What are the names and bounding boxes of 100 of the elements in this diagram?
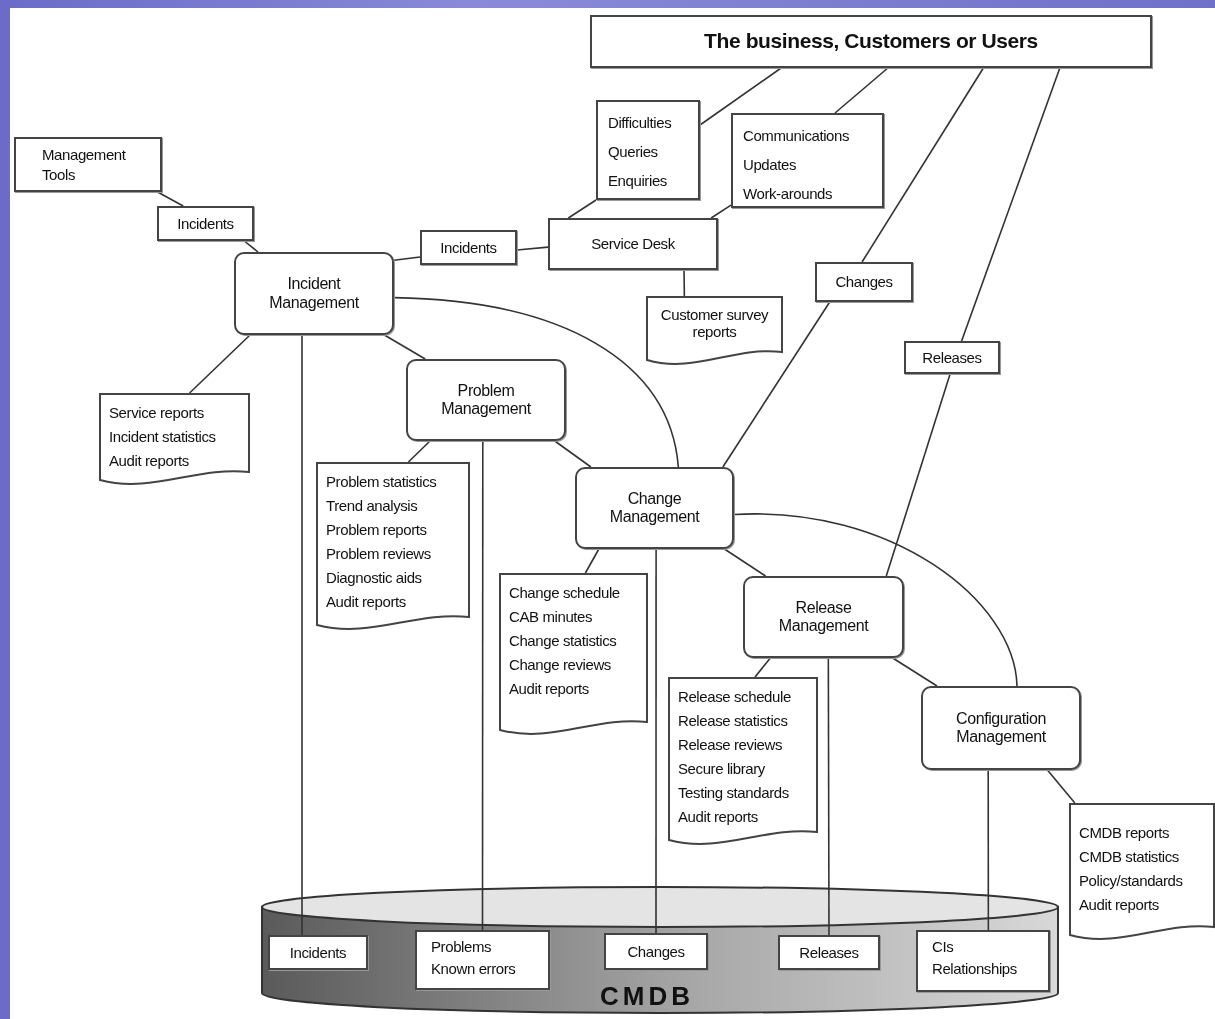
label-box — [420, 230, 517, 265]
connector-line — [683, 269, 686, 297]
connector-line — [655, 548, 657, 934]
list-item: Problem reviews — [326, 544, 432, 564]
connector-line — [834, 67, 889, 114]
list-item: Communications — [743, 126, 851, 146]
list-item: Release reviews — [678, 735, 784, 755]
list-item: Work-arounds — [743, 184, 834, 204]
list-item: Secure library — [678, 759, 766, 779]
connector-line — [960, 67, 1061, 342]
connector-line — [584, 548, 600, 574]
label-box — [415, 930, 550, 990]
list-item: Problem reports — [326, 520, 428, 540]
list-item: CMDB reports — [1079, 823, 1171, 843]
label-box — [731, 113, 884, 208]
connector-line — [301, 334, 303, 936]
database-label: CMDB — [600, 981, 694, 1012]
box-label: Service Desk — [591, 235, 675, 253]
box-label: Incident Management — [268, 275, 360, 312]
label-box — [548, 218, 718, 270]
list-item: Change reviews — [509, 655, 612, 675]
box-label: CIs — [932, 937, 955, 957]
box-label: Management Tools — [42, 145, 127, 185]
connector-line — [722, 301, 831, 468]
label-box — [916, 930, 1050, 992]
label-box — [904, 341, 1000, 374]
box-label: Release Management — [777, 598, 870, 636]
connector-line — [891, 657, 938, 687]
label-box — [596, 100, 700, 200]
connector-line — [481, 440, 484, 931]
box-label: Changes — [835, 273, 893, 291]
list-item: Difficulties — [608, 113, 673, 133]
box-label: Incidents — [289, 943, 347, 962]
box-label: Releases — [922, 348, 982, 367]
process-box — [406, 359, 566, 441]
list-item: Queries — [608, 142, 659, 162]
label-box — [14, 137, 162, 192]
box-label: Known errors — [431, 959, 517, 979]
list-item: Problem statistics — [326, 472, 438, 492]
box-label: Problem Management — [440, 381, 532, 419]
list-item: Audit reports — [326, 592, 407, 612]
list-item: Change schedule — [509, 583, 621, 603]
connector-line — [723, 548, 767, 577]
process-box — [575, 467, 734, 549]
connector-line — [188, 334, 251, 394]
list-item: Updates — [743, 155, 798, 175]
list-item: Change statistics — [509, 631, 618, 651]
list-item: Release schedule — [678, 687, 792, 707]
connector-line — [567, 199, 597, 219]
connector-line — [393, 296, 680, 468]
list-item: Audit reports — [109, 451, 190, 471]
list-item: Testing standards — [678, 783, 790, 803]
box-label: Problems — [431, 937, 493, 957]
list-item: Audit reports — [1079, 895, 1160, 915]
box-label: Incidents — [440, 238, 497, 257]
connector-line — [156, 191, 184, 207]
connector-line — [1046, 769, 1076, 804]
label-box — [815, 262, 913, 302]
connector-line — [710, 204, 732, 219]
connector-line — [243, 240, 259, 253]
list-item: Release statistics — [678, 711, 789, 731]
list-item: Diagnostic aids — [326, 568, 423, 588]
heading-label: The business, Customers or Users — [704, 29, 1038, 54]
box-label: Changes — [627, 942, 685, 961]
connector-line — [861, 67, 985, 263]
box-label: Incidents — [177, 214, 234, 233]
database-cylinder — [260, 885, 1060, 1015]
box-label: Relationships — [932, 959, 1018, 979]
list-item: Enquiries — [608, 171, 668, 191]
label-box — [268, 935, 368, 970]
process-box — [921, 686, 1081, 770]
connector-line — [383, 334, 426, 360]
list-item: Service reports — [109, 403, 205, 423]
label-box — [778, 935, 880, 970]
label-box — [604, 933, 708, 970]
connector-line — [827, 657, 830, 936]
box-label: Releases — [799, 943, 859, 962]
process-box — [234, 252, 394, 335]
list-item: CMDB statistics — [1079, 847, 1180, 867]
connector-line — [393, 256, 421, 262]
box-label: Configuration Management — [955, 709, 1047, 747]
connector-line — [699, 67, 782, 126]
list-item: Incident statistics — [109, 427, 217, 447]
process-box — [743, 576, 904, 658]
connector-line — [733, 513, 1018, 687]
connector-line — [754, 657, 772, 678]
connector-line — [516, 246, 549, 251]
label-box — [590, 15, 1152, 68]
list-item: Audit reports — [678, 807, 759, 827]
box-label: Customer survey reports — [659, 306, 770, 341]
connector-line — [407, 440, 431, 463]
list-item: Trend analysis — [326, 496, 419, 516]
label-box — [157, 206, 254, 241]
list-item: CAB minutes — [509, 607, 594, 627]
list-item: Audit reports — [509, 679, 590, 699]
connector-line — [554, 440, 592, 468]
list-item: Policy/standards — [1079, 871, 1184, 891]
connector-line — [987, 769, 990, 931]
connector-line — [885, 373, 951, 577]
box-label: Change Management — [608, 489, 701, 527]
